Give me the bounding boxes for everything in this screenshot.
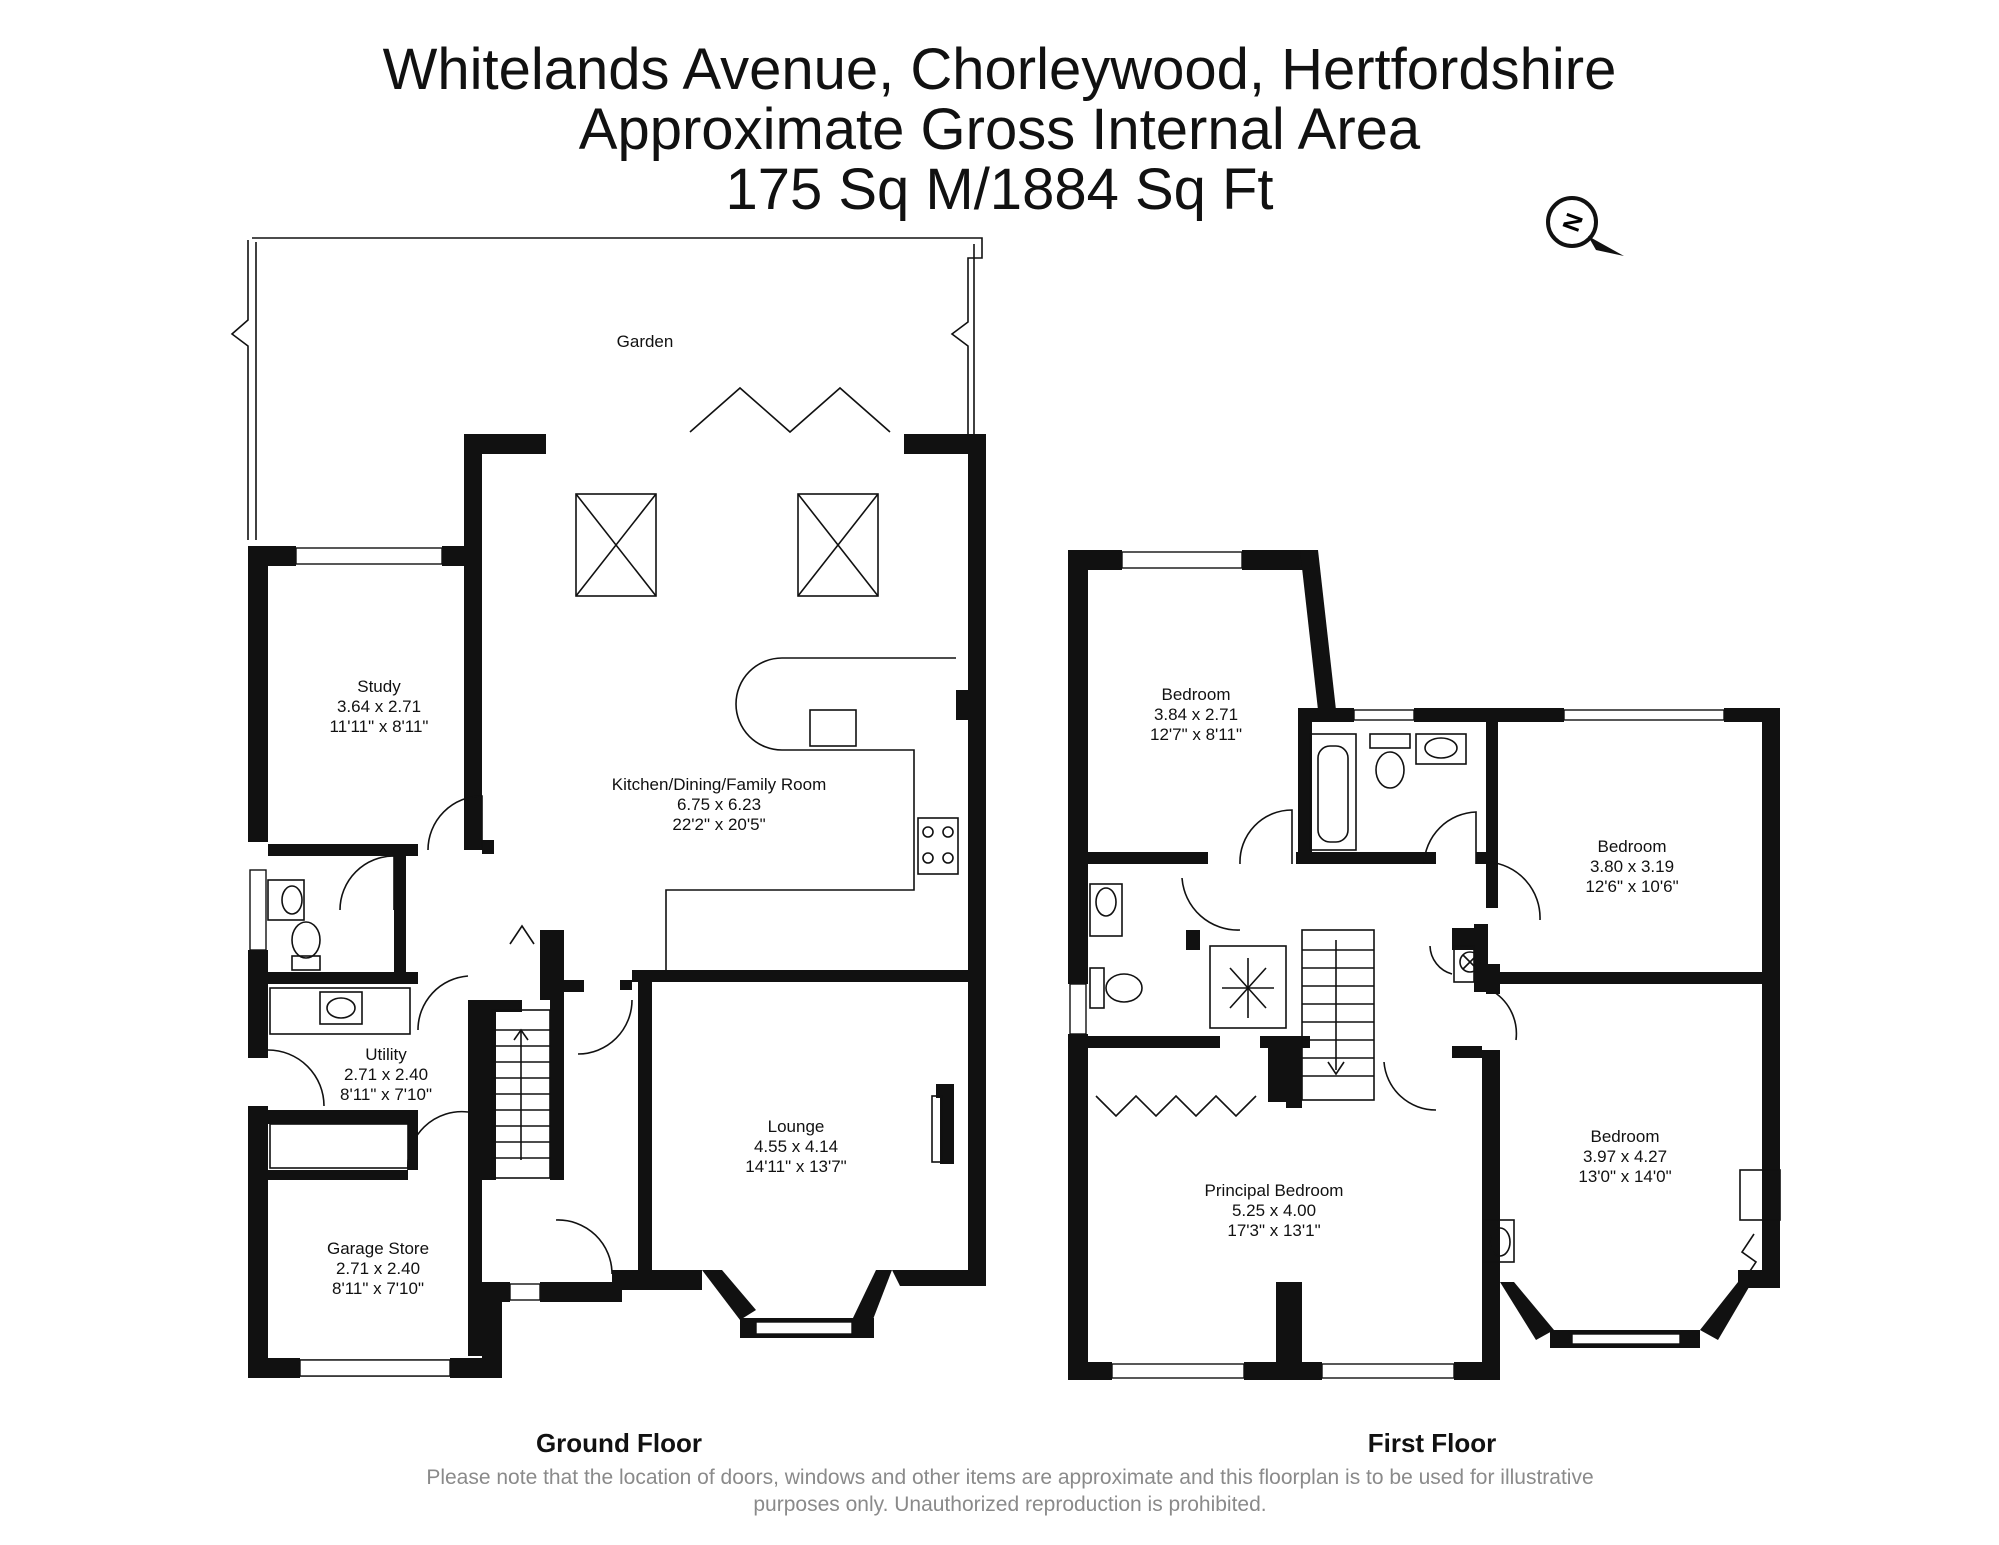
plan-area-value: 175 Sq M/1884 Sq Ft (725, 157, 1274, 222)
room-bedroom-b-name: Bedroom (1598, 837, 1667, 856)
room-principal-metric: 5.25 x 4.00 (1232, 1201, 1316, 1220)
room-kitchen-metric: 6.75 x 6.23 (677, 795, 761, 814)
first-floor-stair-treads (1302, 949, 1374, 1077)
north-compass-icon: N (1546, 196, 1624, 256)
room-lounge-imperial: 14'11" x 13'7" (745, 1157, 846, 1176)
disclaimer-line-1: Please note that the location of doors, … (426, 1466, 1594, 1489)
room-bedroom-c-name: Bedroom (1591, 1127, 1660, 1146)
room-bedroom-a-imperial: 12'7" x 8'11" (1150, 725, 1242, 744)
room-study-name: Study (357, 677, 401, 696)
room-lounge-name: Lounge (768, 1117, 825, 1136)
room-utility-metric: 2.71 x 2.40 (344, 1065, 428, 1084)
first-floor-label: First Floor (1368, 1428, 1497, 1458)
plan-area-heading: Approximate Gross Internal Area (578, 97, 1421, 162)
room-garage-metric: 2.71 x 2.40 (336, 1259, 420, 1278)
first-floor-labels: Bedroom 3.84 x 2.71 12'7" x 8'11" Bedroo… (1150, 685, 1679, 1458)
room-kitchen-name: Kitchen/Dining/Family Room (612, 775, 826, 794)
room-kitchen-imperial: 22'2" x 20'5" (672, 815, 765, 834)
ground-floor-plan (230, 237, 986, 1378)
room-principal-name: Principal Bedroom (1205, 1181, 1344, 1200)
room-bedroom-c-imperial: 13'0" x 14'0" (1578, 1167, 1671, 1186)
room-bedroom-b-metric: 3.80 x 3.19 (1590, 857, 1674, 876)
room-bedroom-a-metric: 3.84 x 2.71 (1154, 705, 1238, 724)
ground-floor-labels: Garden Study 3.64 x 2.71 11'11" x 8'11" … (327, 332, 847, 1458)
first-floor-plan (1068, 550, 1781, 1380)
room-garage-imperial: 8'11" x 7'10" (332, 1279, 424, 1298)
room-utility-name: Utility (365, 1045, 407, 1064)
ground-floor-label: Ground Floor (536, 1428, 702, 1458)
room-study-imperial: 11'11" x 8'11" (330, 717, 429, 736)
room-garage-name: Garage Store (327, 1239, 429, 1258)
room-bedroom-b-imperial: 12'6" x 10'6" (1585, 877, 1678, 896)
room-garden-name: Garden (617, 332, 674, 351)
room-bedroom-c-metric: 3.97 x 4.27 (1583, 1147, 1667, 1166)
room-bedroom-a-name: Bedroom (1162, 685, 1231, 704)
plan-address: Whitelands Avenue, Chorleywood, Hertford… (382, 37, 1617, 102)
room-study-metric: 3.64 x 2.71 (337, 697, 421, 716)
room-utility-imperial: 8'11" x 7'10" (340, 1085, 432, 1104)
disclaimer-text: Please note that the location of doors, … (380, 1464, 1640, 1518)
room-principal-imperial: 17'3" x 13'1" (1227, 1221, 1320, 1240)
room-lounge-metric: 4.55 x 4.14 (754, 1137, 838, 1156)
disclaimer-line-2: purposes only. Unauthorized reproduction… (753, 1493, 1267, 1516)
